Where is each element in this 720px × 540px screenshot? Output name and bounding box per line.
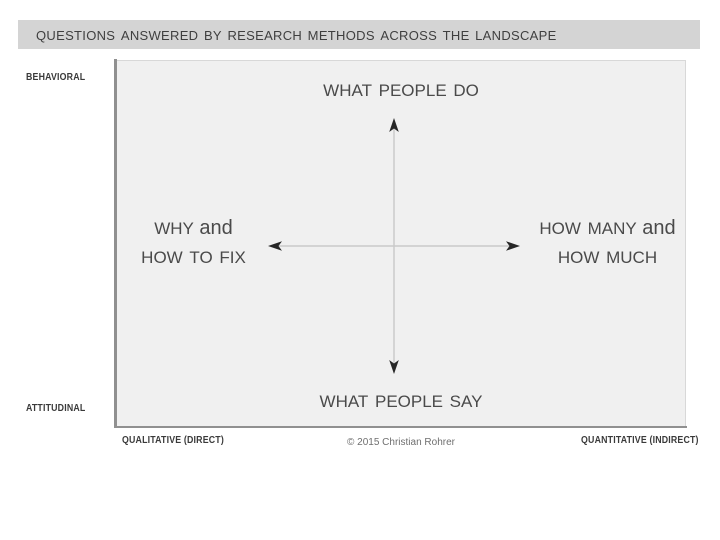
quadrant-label-right-line2: How much: [557, 242, 658, 270]
quadrant-label-left-word1: Why: [154, 213, 194, 240]
quadrant-label-bottom-text: What people say: [319, 386, 483, 413]
quadrant-label-left-line1: Why and: [116, 212, 271, 241]
axis-label-attitudinal: ATTITUDINAL: [26, 403, 86, 414]
quadrant-label-left: Why and How to fix: [116, 212, 271, 271]
title-band: Questions answered by research methods a…: [18, 20, 700, 49]
quadrant-label-right-line1: How many and: [525, 212, 690, 241]
quadrant-label-bottom: What people say: [116, 385, 686, 414]
quadrant-label-top: What people do: [116, 74, 686, 103]
quadrant-label-left-line2: How to fix: [141, 242, 246, 270]
quadrant-label-right-word1: How many: [539, 213, 637, 240]
copyright-credit: © 2015 Christian Rohrer: [347, 437, 455, 448]
axis-label-behavioral: BEHAVIORAL: [26, 72, 86, 83]
quadrant-label-right: How many and How much: [525, 212, 690, 271]
quadrant-label-right-conjunction: and: [636, 217, 676, 239]
quadrant-label-top-text: What people do: [323, 75, 479, 102]
diagram-plot-area: [116, 60, 686, 427]
axis-label-qualitative: QUALITATIVE (DIRECT): [122, 435, 224, 446]
x-axis-line: [114, 426, 687, 428]
y-axis-line: [114, 59, 117, 428]
axis-label-quantitative: QUANTITATIVE (INDIRECT): [581, 435, 699, 446]
quadrant-label-left-conjunction: and: [193, 217, 233, 239]
page-title: Questions answered by research methods a…: [36, 23, 557, 45]
